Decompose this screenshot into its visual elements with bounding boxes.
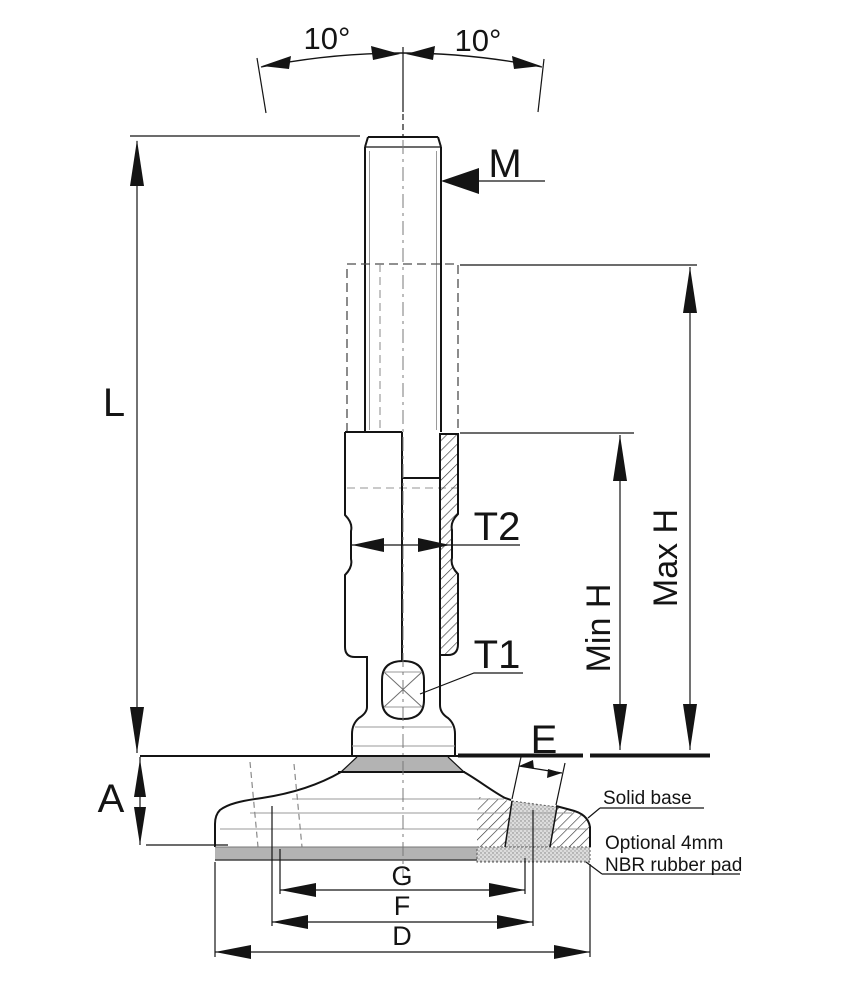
dimension-A: A [98,757,228,846]
dimension-max-h: Max H [460,264,697,750]
threaded-stem [364,136,442,432]
base-body [214,756,591,861]
angle-tick-right [537,58,545,113]
t2-label: T2 [474,505,521,549]
reference-line [140,753,710,758]
pad-label-line1: Optional 4mm [605,833,723,854]
t2-callout: T2 [352,505,520,552]
t1-label: T1 [474,633,521,677]
d-label: D [392,921,412,951]
swivel-angle-dimension: 10° 10° [256,21,545,136]
thread-root-lines [369,151,437,430]
thread-size-label: M [488,142,521,186]
t1-callout: T1 [419,633,523,695]
f-label: F [394,891,411,921]
angle-tick-left [256,57,267,114]
dimension-min-h: Min H [460,432,634,750]
hidden-bolt-hole-left [249,761,303,848]
rubber-pad-left-fill [215,847,477,860]
bolt-hole-right-edges [504,800,558,848]
dimension-E: E [511,718,566,806]
dimension-F: F [271,806,534,929]
max-height-label: Max H [647,509,685,607]
dimension-G: G [279,849,526,897]
dimension-L: L [103,135,360,753]
solid-base-label: Solid base [603,788,692,809]
min-height-label: Min H [580,584,618,673]
rubber-pad-hole-section [504,800,558,848]
base-section-hatch-left [477,797,512,847]
angle-right-label: 10° [455,23,502,58]
angle-left-label: 10° [304,21,351,56]
angle-arc [260,52,543,68]
base-height-label: A [98,777,125,821]
thread-callout: M [441,142,545,194]
hole-diameter-label: E [531,718,558,762]
base-section-hatch-right [550,807,590,847]
g-label: G [391,861,412,891]
dimension-D: D [214,862,591,959]
pad-label-line2: NBR rubber pad [605,855,742,876]
length-label: L [103,381,125,425]
base-annotations: Solid base Optional 4mm NBR rubber pad [585,788,742,876]
